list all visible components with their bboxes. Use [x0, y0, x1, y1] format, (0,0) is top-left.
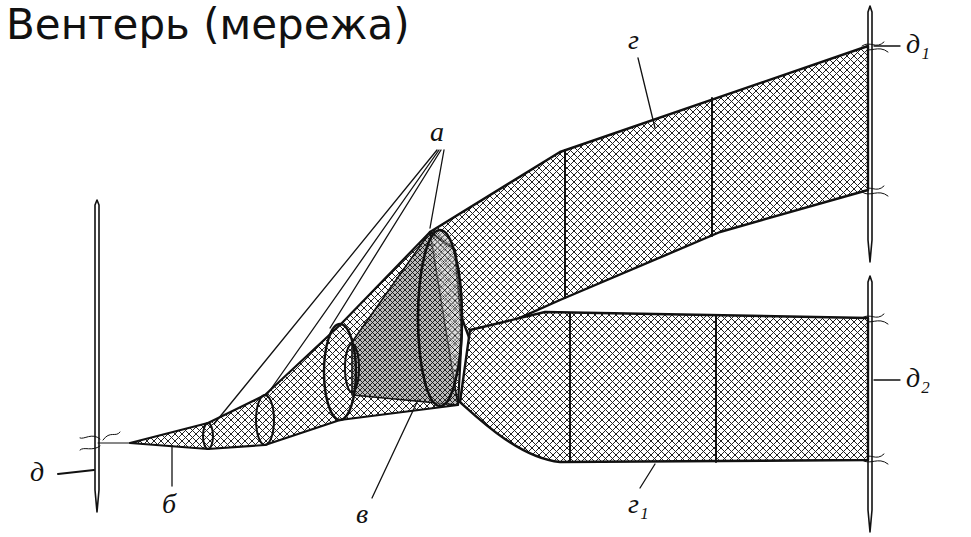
diagram-title: Вентерь (мережа)	[6, 0, 410, 49]
hoop-label: а	[430, 118, 444, 146]
wing-label: г₁	[628, 490, 649, 518]
cod-end-label: б	[162, 490, 176, 518]
funnel-label: в	[356, 500, 368, 528]
wing-label: г	[628, 26, 639, 54]
stake-label: д	[30, 458, 44, 486]
stake-label: д₂	[906, 364, 930, 392]
stake-label: д₁	[906, 30, 930, 58]
